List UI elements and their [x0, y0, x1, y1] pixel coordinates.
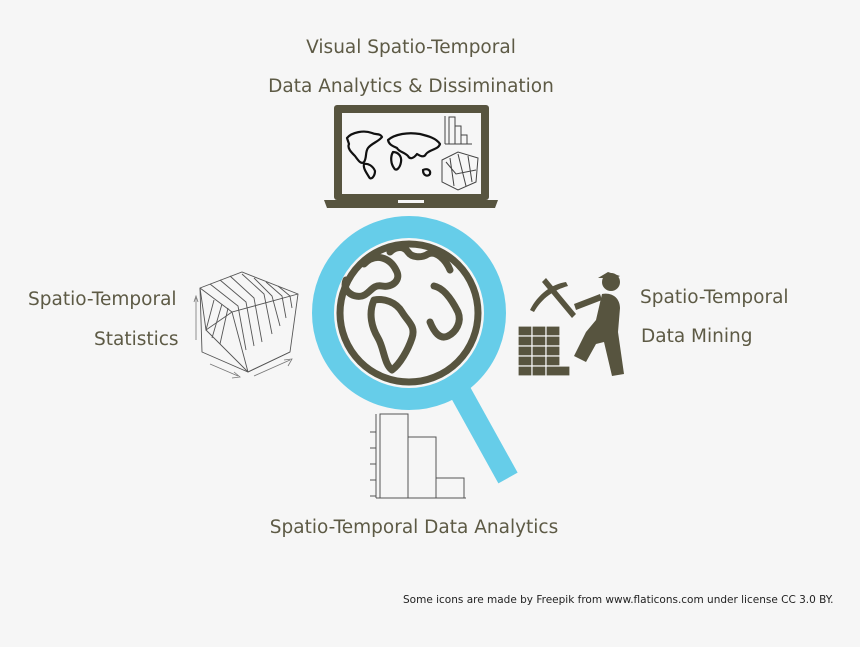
title-line-1: Visual Spatio-Temporal	[306, 37, 516, 58]
bottom-label: Spatio-Temporal Data Analytics	[269, 517, 559, 538]
laptop-icon	[324, 105, 498, 208]
right-label-line-2: Data Mining	[641, 326, 753, 347]
world-map-icon	[345, 130, 442, 180]
mini-histogram-icon	[444, 116, 472, 145]
right-label-line-1: Spatio-Temporal	[640, 287, 789, 308]
magnifier-globe-icon	[312, 216, 518, 484]
left-label-line-1: Spatio-Temporal	[28, 289, 177, 310]
3d-surface-plot-icon	[193, 271, 299, 379]
data-miner-icon	[517, 272, 624, 377]
histogram-icon	[370, 413, 466, 499]
mini-surface-icon	[441, 151, 479, 191]
title-line-2: Data Analytics & Dissimination	[268, 76, 554, 97]
left-label-line-2: Statistics	[94, 329, 179, 350]
globe-continents-icon	[341, 244, 463, 374]
credit-note: Some icons are made by Freepik from www.…	[403, 594, 834, 606]
